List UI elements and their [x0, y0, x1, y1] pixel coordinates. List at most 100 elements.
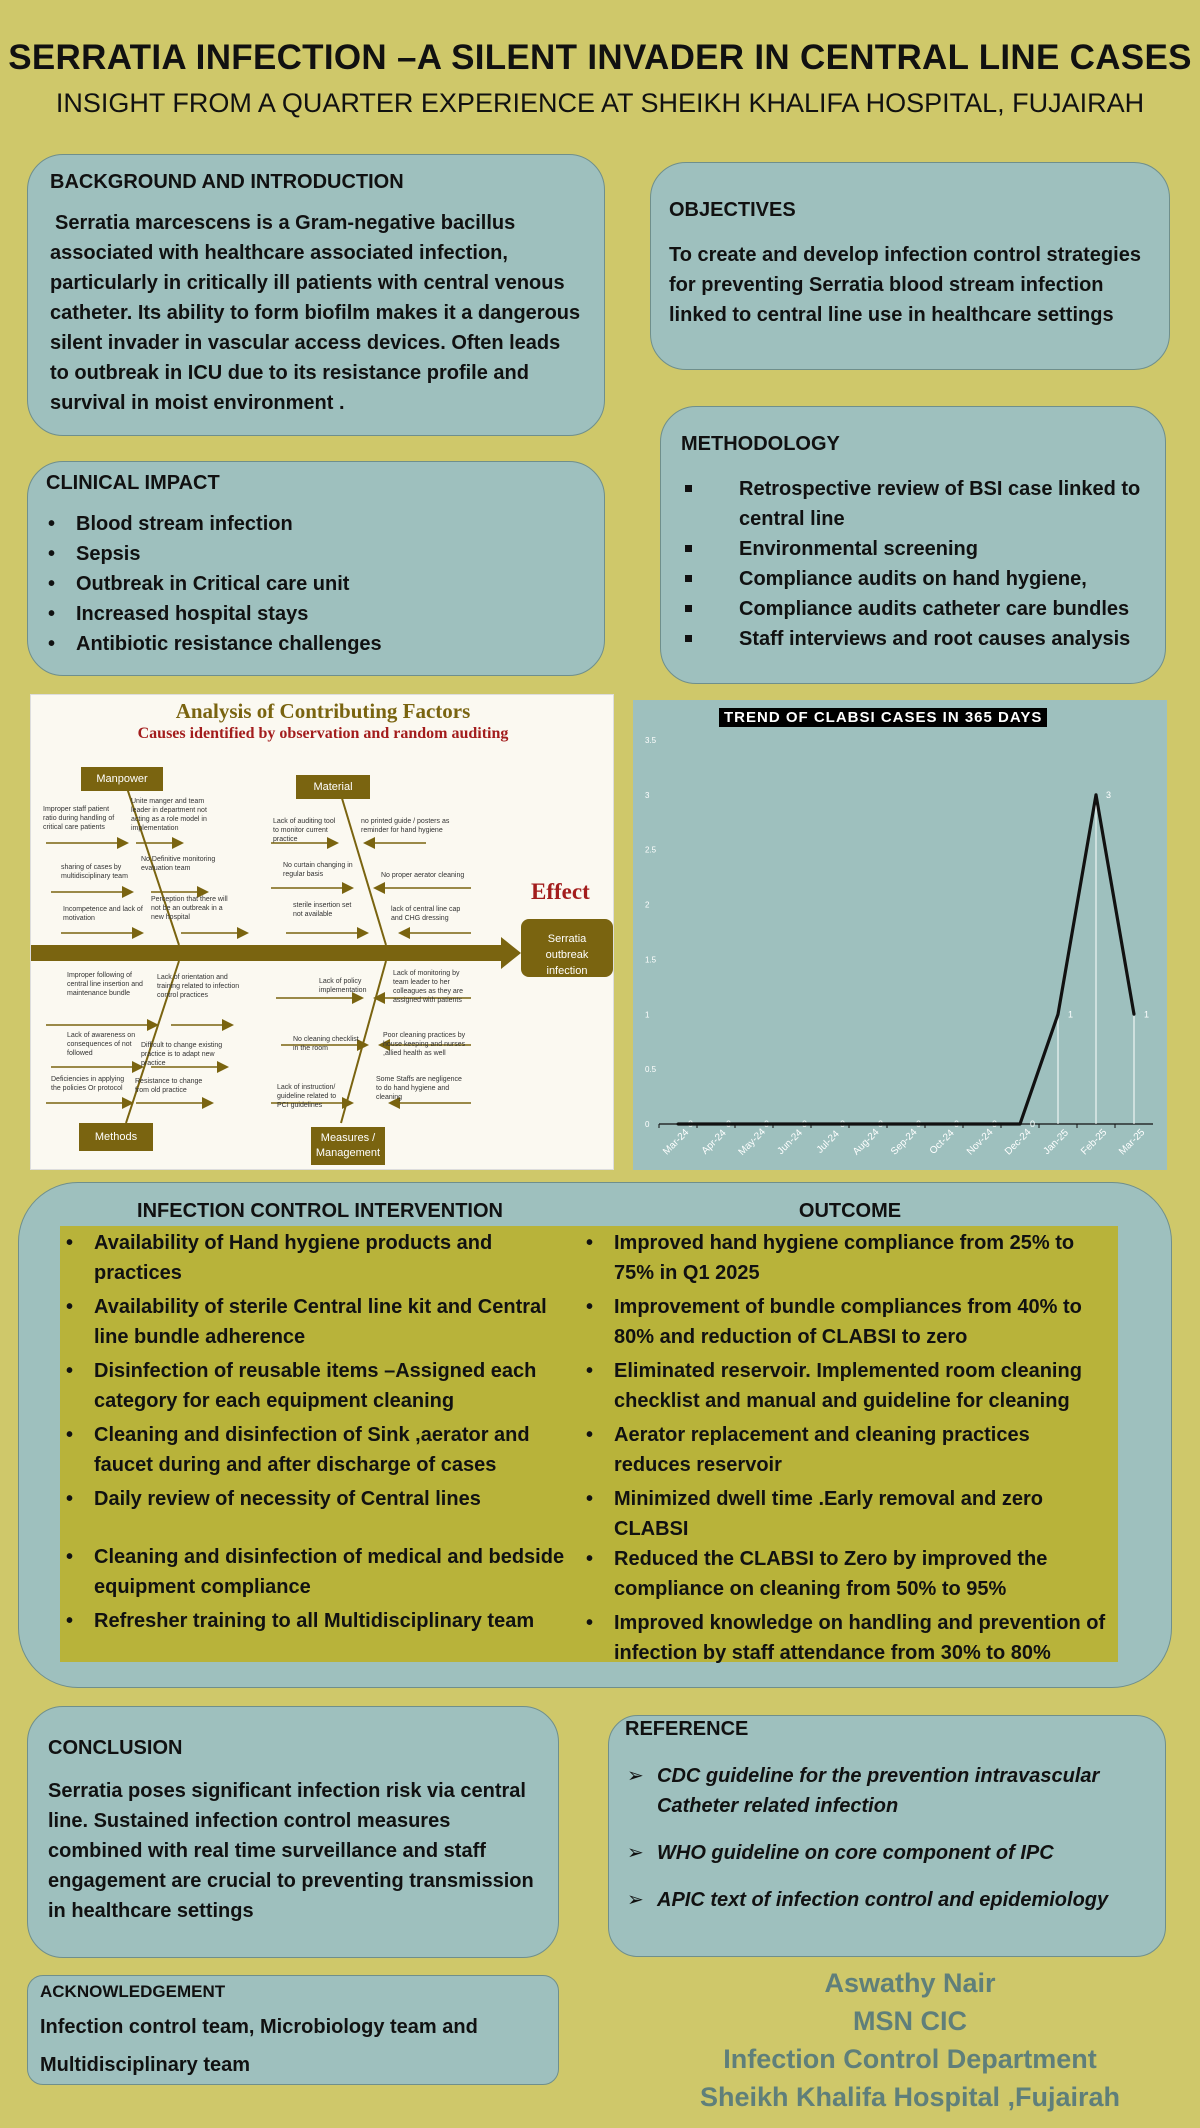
reference-text: WHO guideline on core component of IPC — [657, 1842, 1054, 1864]
x-tick-label: Jun-24 — [776, 1127, 806, 1157]
intervention-list: Availability of Hand hygiene products an… — [64, 1228, 576, 1636]
acknowledgement-text: Infection control team, Microbiology tea… — [40, 2016, 478, 2076]
y-tick-label: 2.5 — [645, 846, 657, 855]
cause-text: Improper staff patient ratio during hand… — [43, 806, 115, 831]
cause-text: No Definitive monitoring evaluation team — [141, 856, 216, 872]
x-tick-label: Oct-24 — [928, 1127, 957, 1156]
list-item: Antibiotic resistance challenges — [46, 629, 586, 659]
category-manpower: Manpower — [81, 767, 163, 791]
cause-text: sterile insertion set not available — [293, 902, 352, 918]
x-tick-label: Jan-25 — [1042, 1127, 1072, 1157]
reference-list: ➢ CDC guideline for the prevention intrav… — [627, 1761, 1147, 1915]
cause-text: Lack of orientation and training related… — [157, 974, 240, 999]
series-line — [678, 793, 1136, 1126]
background-text: Serratia marcescens is a Gram-negative b… — [50, 212, 581, 414]
effect-label: Effect — [531, 879, 590, 904]
cause-text: No curtain changing in regular basis — [283, 862, 353, 878]
background-heading: BACKGROUND AND INTRODUCTION — [50, 171, 404, 193]
category-measures: Measures / Management — [311, 1127, 385, 1165]
clabsi-chart-panel: TREND OF CLABSI CASES IN 365 DAYS 0 0.5 1 1… — [633, 700, 1167, 1170]
cause-text: Deficiencies in applying the policies Or… — [51, 1076, 125, 1092]
cause-text: Poor cleaning practices by house keeping… — [383, 1032, 466, 1057]
fishbone-title: Analysis of Contributing Factors — [175, 699, 471, 723]
list-item: Availability of sterile Central line kit… — [64, 1292, 576, 1352]
conclusion-text: Serratia poses significant infection ris… — [48, 1780, 534, 1922]
list-item: Compliance audits on hand hygiene, — [681, 564, 1145, 594]
x-tick-label: Jul-24 — [815, 1128, 842, 1155]
data-point — [866, 1122, 870, 1126]
chart-title: TREND OF CLABSI CASES IN 365 DAYS — [719, 708, 1048, 727]
reference-heading: REFERENCE — [625, 1718, 749, 1740]
fishbone-diagram: Analysis of Contributing Factors Causes … — [30, 694, 614, 1170]
list-item: Disinfection of reusable items –Assigned… — [64, 1356, 576, 1416]
reference-text: APIC text of infection control and epide… — [657, 1889, 1109, 1911]
y-tick-label: 0.5 — [645, 1065, 657, 1074]
data-label: 0 — [1030, 1119, 1035, 1129]
list-item: Reduced the CLABSI to Zero by improved t… — [584, 1544, 1108, 1604]
cause-text: Improper following of central line inser… — [67, 972, 143, 997]
list-item: Aerator replacement and cleaning practic… — [584, 1420, 1108, 1480]
clinical-impact-heading: CLINICAL IMPACT — [46, 472, 220, 494]
arrow-icon: ➢ — [627, 1765, 644, 1787]
y-tick-label: 0 — [645, 1120, 650, 1129]
list-item: Retrospective review of BSI case linked … — [681, 474, 1145, 534]
fishbone-bones — [31, 784, 521, 1124]
list-item: Outbreak in Critical care unit — [46, 569, 586, 599]
list-item: Cleaning and disinfection of medical and… — [64, 1542, 576, 1602]
x-tick-label: Mar-25 — [1117, 1127, 1147, 1157]
cause-text: Difficult to change existing practice is… — [141, 1042, 223, 1067]
data-point — [1056, 1012, 1060, 1016]
objectives-text: To create and develop infection control … — [669, 244, 1141, 326]
list-item: Improved knowledge on handling and preve… — [584, 1608, 1108, 1668]
list-item: Environmental screening — [681, 534, 1145, 564]
cause-text: Lack of auditing tool to monitor current… — [273, 818, 336, 843]
list-item: Staff interviews and root causes analysi… — [681, 624, 1145, 654]
clinical-impact-panel: CLINICAL IMPACT Blood stream infection S… — [27, 461, 605, 676]
arrow-icon: ➢ — [627, 1842, 644, 1864]
data-point — [790, 1122, 794, 1126]
list-item: Minimized dwell time .Early removal and … — [584, 1484, 1108, 1544]
y-tick-label: 1.5 — [645, 955, 657, 964]
category-methods: Methods — [79, 1123, 153, 1151]
data-point — [714, 1122, 718, 1126]
data-point — [980, 1122, 984, 1126]
list-item: ➢ CDC guideline for the prevention intrav… — [627, 1761, 1147, 1821]
cause-text: Incompetence and lack of motivation — [63, 906, 143, 922]
clinical-impact-list: Blood stream infection Sepsis Outbreak i… — [46, 509, 586, 659]
data-point — [1094, 793, 1098, 797]
objectives-heading: OBJECTIVES — [669, 199, 796, 221]
outcome-list: Improved hand hygiene compliance from 25… — [584, 1228, 1108, 1668]
cause-text: sharing of cases by multidisciplinary te… — [61, 864, 128, 880]
cause-text: lack of central line cap and CHG dressin… — [391, 906, 461, 922]
data-label: 1 — [1068, 1009, 1073, 1019]
data-point — [752, 1122, 756, 1126]
data-point — [904, 1122, 908, 1126]
y-tick-label: 2 — [645, 901, 650, 910]
methodology-heading: METHODOLOGY — [681, 433, 840, 455]
methodology-panel: METHODOLOGY Retrospective review of BSI … — [660, 406, 1166, 684]
cause-text: Lack of awareness on consequences of not… — [67, 1032, 136, 1057]
effect-box: Serratia outbreak infection — [521, 919, 613, 977]
x-tick-label: Apr-24 — [700, 1127, 729, 1156]
list-item: Cleaning and disinfection of Sink ,aerat… — [64, 1420, 576, 1480]
outcome-heading: OUTCOME — [798, 1200, 902, 1222]
x-tick-label: Sep-24 — [889, 1127, 920, 1158]
list-item: Blood stream infection — [46, 509, 586, 539]
cause-text: Resistance to change from old practice — [135, 1078, 203, 1094]
methodology-list: Retrospective review of BSI case linked … — [681, 474, 1145, 654]
objectives-panel: OBJECTIVES To create and develop infecti… — [650, 162, 1170, 370]
cause-text: Lack of instruction/ guideline related t… — [277, 1084, 337, 1109]
reference-panel: REFERENCE ➢ CDC guideline for the prevent… — [608, 1715, 1166, 1957]
poster-title: SERRATIA INFECTION –A SILENT INVADER IN … — [8, 38, 1192, 77]
x-tick-label: Feb-25 — [1079, 1127, 1109, 1157]
acknowledgement-panel: ACKNOWLEDGEMENT Infection control team, … — [27, 1975, 559, 2085]
conclusion-panel: CONCLUSION Serratia poses significant in… — [27, 1706, 559, 1958]
acknowledgement-heading: ACKNOWLEDGEMENT — [40, 1982, 226, 2001]
data-point — [1018, 1122, 1022, 1126]
background-panel: BACKGROUND AND INTRODUCTION Serratia mar… — [27, 154, 605, 436]
list-item: Improvement of bundle compliances from 4… — [584, 1292, 1108, 1352]
reference-text: CDC guideline for the prevention intrava… — [657, 1765, 1100, 1817]
author-department: Infection Control Department — [723, 2044, 1097, 2074]
cause-text: No proper aerator cleaning — [381, 872, 465, 879]
